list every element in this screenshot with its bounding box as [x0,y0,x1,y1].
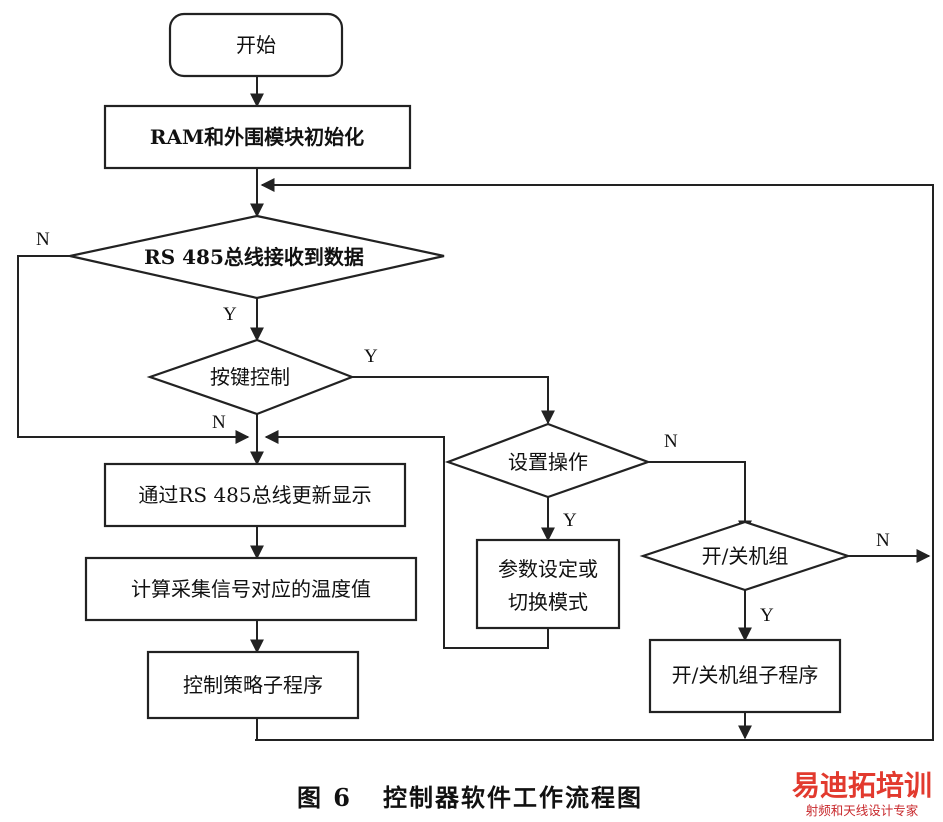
rs485-label: RS 485总线接收到数据 [144,245,364,269]
line-param-back [264,430,549,649]
onoff-label: 开/关机组 [702,544,789,568]
loop-back-line [255,178,934,741]
figure-caption: 图 6 控制器软件工作流程图 [297,783,643,812]
strategy-box [146,650,360,720]
watermark-subtitle: 射频和天线设计专家 [806,803,919,818]
rs485-yes-label: Y [223,304,237,325]
key-yes-label: Y [364,346,378,367]
line-key-yes [352,376,555,425]
calc-label: 计算采集信号对应的温度值 [131,577,371,601]
line-setop-no [648,461,752,535]
onoff-sub-box [648,638,842,714]
start-label: 开始 [236,33,276,57]
param-box [475,538,621,630]
key-decision [146,338,356,416]
param-label-line2: 切换模式 [508,590,588,614]
start-node [168,12,344,78]
setop-label: 设置操作 [508,450,588,474]
setop-decision [444,422,652,499]
onoff-sub-label: 开/关机组子程序 [672,663,819,687]
onoff-no-label: N [876,530,890,551]
watermark-brand: 易迪拓培训 [792,769,932,802]
line-rs485-no [17,255,250,444]
calc-box [84,556,418,622]
display-label: 通过RS 485总线更新显示 [138,483,371,507]
watermark-logo: 易迪拓培训 射频和天线设计专家 [792,769,932,818]
setop-yes-label: Y [563,510,577,531]
strategy-label: 控制策略子程序 [183,673,323,697]
onoff-decision [639,520,852,592]
display-box [103,462,407,528]
key-no-label: N [212,412,226,433]
param-label-line1: 参数设定或 [498,557,598,581]
init-label: RAM和外围模块初始化 [150,125,364,149]
init-box [103,104,412,170]
connectors [17,76,934,741]
rs485-no-label: N [36,229,50,250]
rs485-decision [69,214,445,300]
key-label: 按键控制 [210,365,290,389]
onoff-yes-label: Y [760,605,774,626]
setop-no-label: N [664,431,678,452]
